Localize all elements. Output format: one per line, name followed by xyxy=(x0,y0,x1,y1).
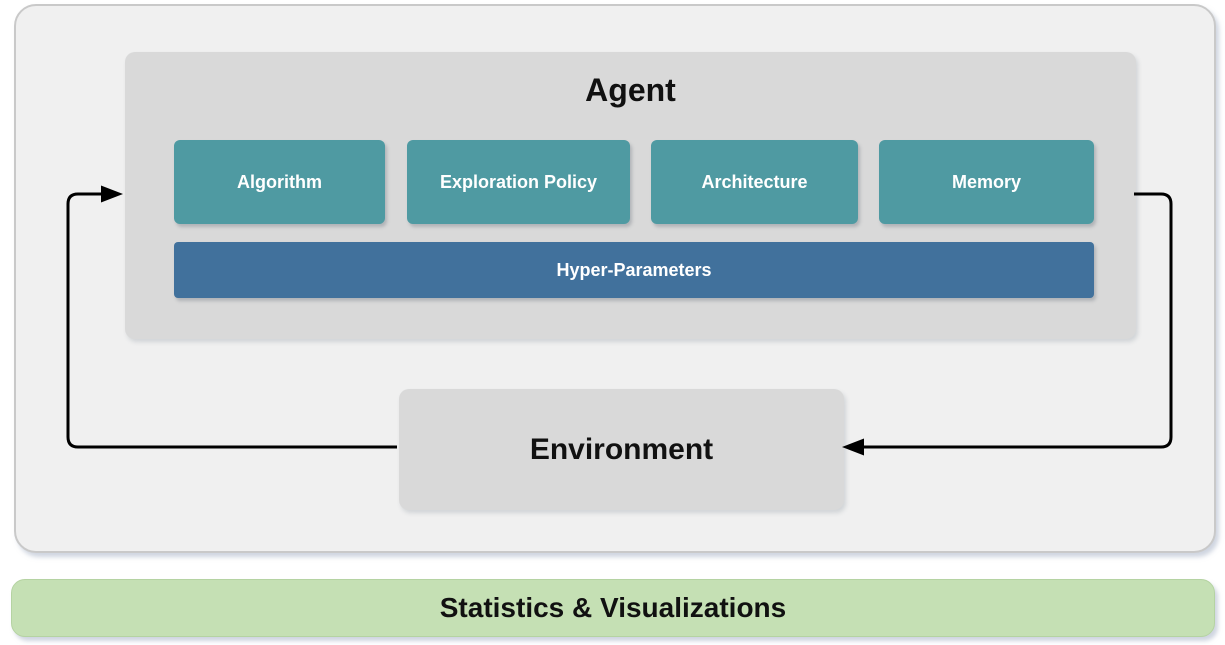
statistics-visualizations-bar: Statistics & Visualizations xyxy=(11,579,1215,637)
agent-module-exploration-policy: Exploration Policy xyxy=(407,140,630,224)
agent-module-algorithm: Algorithm xyxy=(174,140,385,224)
agent-module-architecture: Architecture xyxy=(651,140,858,224)
agent-module-exploration-policy-label: Exploration Policy xyxy=(439,171,598,192)
agent-module-memory-label: Memory xyxy=(951,171,1022,192)
statistics-visualizations-label: Statistics & Visualizations xyxy=(439,592,787,623)
agent-title: Agent xyxy=(585,72,676,108)
environment-box: Environment xyxy=(399,389,844,510)
agent-panel: Agent Algorithm Exploration Policy Archi… xyxy=(125,52,1136,339)
agent-module-algorithm-label: Algorithm xyxy=(237,171,322,192)
rl-loop-panel: Agent Algorithm Exploration Policy Archi… xyxy=(14,4,1216,553)
hyper-parameters-bar: Hyper-Parameters xyxy=(174,242,1094,298)
environment-label: Environment xyxy=(529,432,714,466)
agent-module-memory: Memory xyxy=(879,140,1094,224)
hyper-parameters-label: Hyper-Parameters xyxy=(556,259,712,280)
agent-module-architecture-label: Architecture xyxy=(701,171,808,192)
